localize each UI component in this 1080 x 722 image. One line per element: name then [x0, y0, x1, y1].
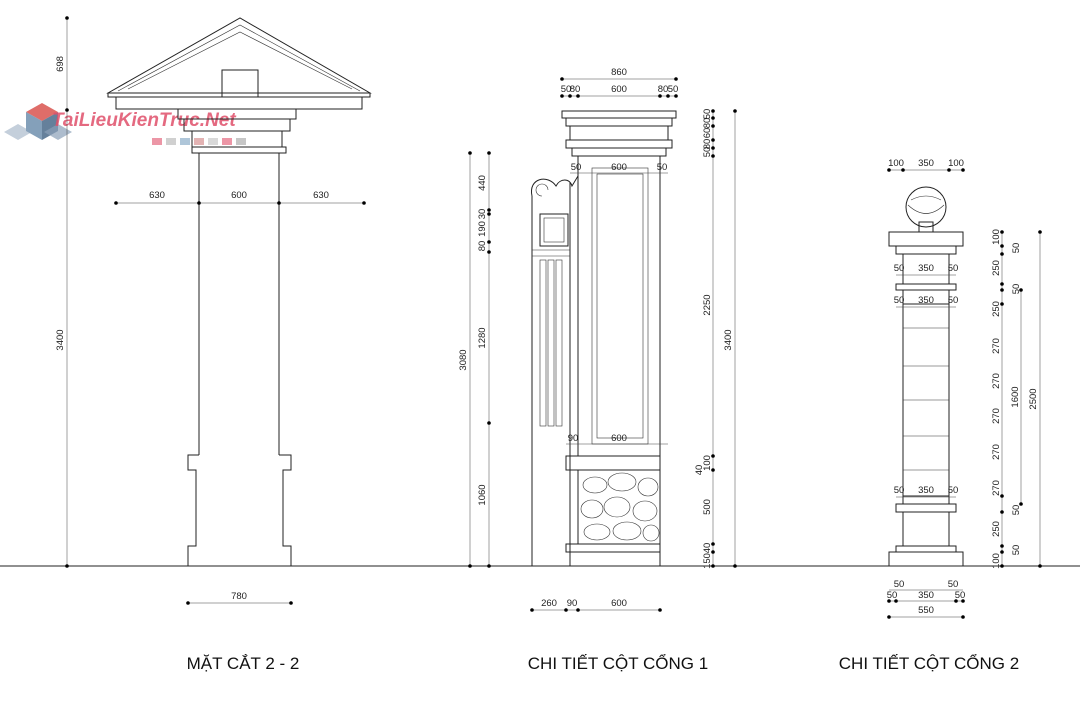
dim-col2-r-270d: 270 — [991, 444, 1002, 460]
dim-col1-l-190: 190 — [477, 221, 488, 237]
gate-column-2: 100 350 100 50 350 50 50 350 50 50 350 5… — [887, 158, 1042, 619]
dim-col1-r-80b: 80 — [702, 139, 713, 150]
dim-col2-c-50: 50 — [894, 485, 905, 496]
dim-col1-r-60: 60 — [702, 128, 713, 139]
dim-col1-mid-50b: 50 — [657, 162, 668, 173]
dim-col2-c-350: 350 — [918, 485, 934, 496]
gate-column-1: 860 50 80 600 80 50 50 600 50 90 600 260… — [458, 67, 737, 612]
dim-col1-l-440: 440 — [477, 175, 488, 191]
dim-col2-r-250c: 250 — [991, 521, 1002, 537]
dim-col1-r-40b: 40 — [702, 543, 713, 554]
dim-col2-r-270a: 270 — [991, 338, 1002, 354]
dim-col2-bot-50b: 50 — [948, 579, 959, 590]
watermark-logo: TaiLieuKienTruc.Net — [4, 103, 246, 145]
dim-col1-top-50a: 50 — [561, 84, 572, 95]
dim-section-698: 698 — [55, 56, 66, 72]
dim-section-630-left: 630 — [149, 190, 165, 201]
dim-col2-a-350: 350 — [918, 263, 934, 274]
dim-col1-top-50b: 50 — [668, 84, 679, 95]
dim-col1-mid-600a: 600 — [611, 162, 627, 173]
dim-col2-top-100b: 100 — [948, 158, 964, 169]
dim-col1-top-80a: 80 — [570, 84, 581, 95]
dim-col1-r-2250: 2250 — [702, 294, 713, 315]
dim-col1-r-500: 500 — [702, 499, 713, 515]
title-section-2-2: MẶT CẮT 2 - 2 — [187, 654, 300, 673]
dim-col1-r-100: 100 — [702, 455, 713, 471]
dim-col2-r-250a: 250 — [991, 260, 1002, 276]
dim-col1-r-50a: 50 — [702, 109, 713, 120]
dim-col2-r-270e: 270 — [991, 480, 1002, 496]
dim-col2-b-50b: 50 — [948, 295, 959, 306]
dim-col2-a-50: 50 — [894, 263, 905, 274]
dim-col2-r-100: 100 — [991, 229, 1002, 245]
dim-col1-mid-600b: 600 — [611, 433, 627, 444]
dim-col2-r-50c: 50 — [1011, 505, 1022, 516]
dim-col1-mid-90: 90 — [568, 433, 579, 444]
dim-col2-top-100a: 100 — [888, 158, 904, 169]
dim-section-780: 780 — [231, 591, 247, 602]
dim-section-630-right: 630 — [313, 190, 329, 201]
dim-col2-r-270b: 270 — [991, 373, 1002, 389]
dim-col1-r-80a: 80 — [702, 118, 713, 129]
dim-col2-r-100b: 100 — [991, 553, 1002, 569]
dim-col2-bot-50d: 50 — [955, 590, 966, 601]
dim-col1-l-3080: 3080 — [458, 349, 469, 370]
dim-col2-r-50a: 50 — [1011, 243, 1022, 254]
dim-col1-top-80b: 80 — [658, 84, 669, 95]
dim-col2-c-50b: 50 — [948, 485, 959, 496]
dim-col2-r-50d: 50 — [1011, 545, 1022, 556]
dim-col1-bot-600: 600 — [611, 598, 627, 609]
dim-col1-l-30: 30 — [477, 209, 488, 220]
section-2-2: 698 3400 630 600 630 780 — [55, 16, 372, 605]
dim-col2-bot-50c: 50 — [887, 590, 898, 601]
dim-col1-l-1060: 1060 — [477, 484, 488, 505]
dim-col2-bot-550: 550 — [918, 605, 934, 616]
dim-col1-l-1280: 1280 — [477, 327, 488, 348]
dim-col1-mid-50a: 50 — [571, 162, 582, 173]
dim-col2-r-50b: 50 — [1011, 284, 1022, 295]
dim-col2-r-270c: 270 — [991, 408, 1002, 424]
dim-col2-r-1600: 1600 — [1010, 386, 1021, 407]
dim-col1-l-80: 80 — [477, 241, 488, 252]
title-gate-column-1: CHI TIẾT CỘT CỔNG 1 — [528, 654, 708, 673]
dim-col1-r-3400: 3400 — [723, 329, 734, 350]
dim-col1-r-40: 40 — [694, 465, 705, 476]
dim-col2-bot-50a: 50 — [894, 579, 905, 590]
dim-col2-r-250b: 250 — [991, 301, 1002, 317]
dim-section-3400: 3400 — [55, 329, 66, 350]
title-gate-column-2: CHI TIẾT CỘT CỔNG 2 — [839, 654, 1019, 673]
dim-col1-bot-260: 260 — [541, 598, 557, 609]
dim-col2-a-50b: 50 — [948, 263, 959, 274]
dim-col2-bot-350: 350 — [918, 590, 934, 601]
dim-col1-bot-90: 90 — [567, 598, 578, 609]
dim-col1-r-50b: 50 — [702, 147, 713, 158]
dim-col1-top-600: 600 — [611, 84, 627, 95]
dim-col2-b-50: 50 — [894, 295, 905, 306]
dim-col2-b-350: 350 — [918, 295, 934, 306]
dim-col2-top-350: 350 — [918, 158, 934, 169]
watermark-text: TaiLieuKienTruc.Net — [52, 110, 236, 131]
dim-col1-r-150: 150 — [702, 553, 713, 569]
dim-col2-r-2500: 2500 — [1028, 388, 1039, 409]
dim-section-600: 600 — [231, 190, 247, 201]
dim-col1-860: 860 — [611, 67, 627, 78]
